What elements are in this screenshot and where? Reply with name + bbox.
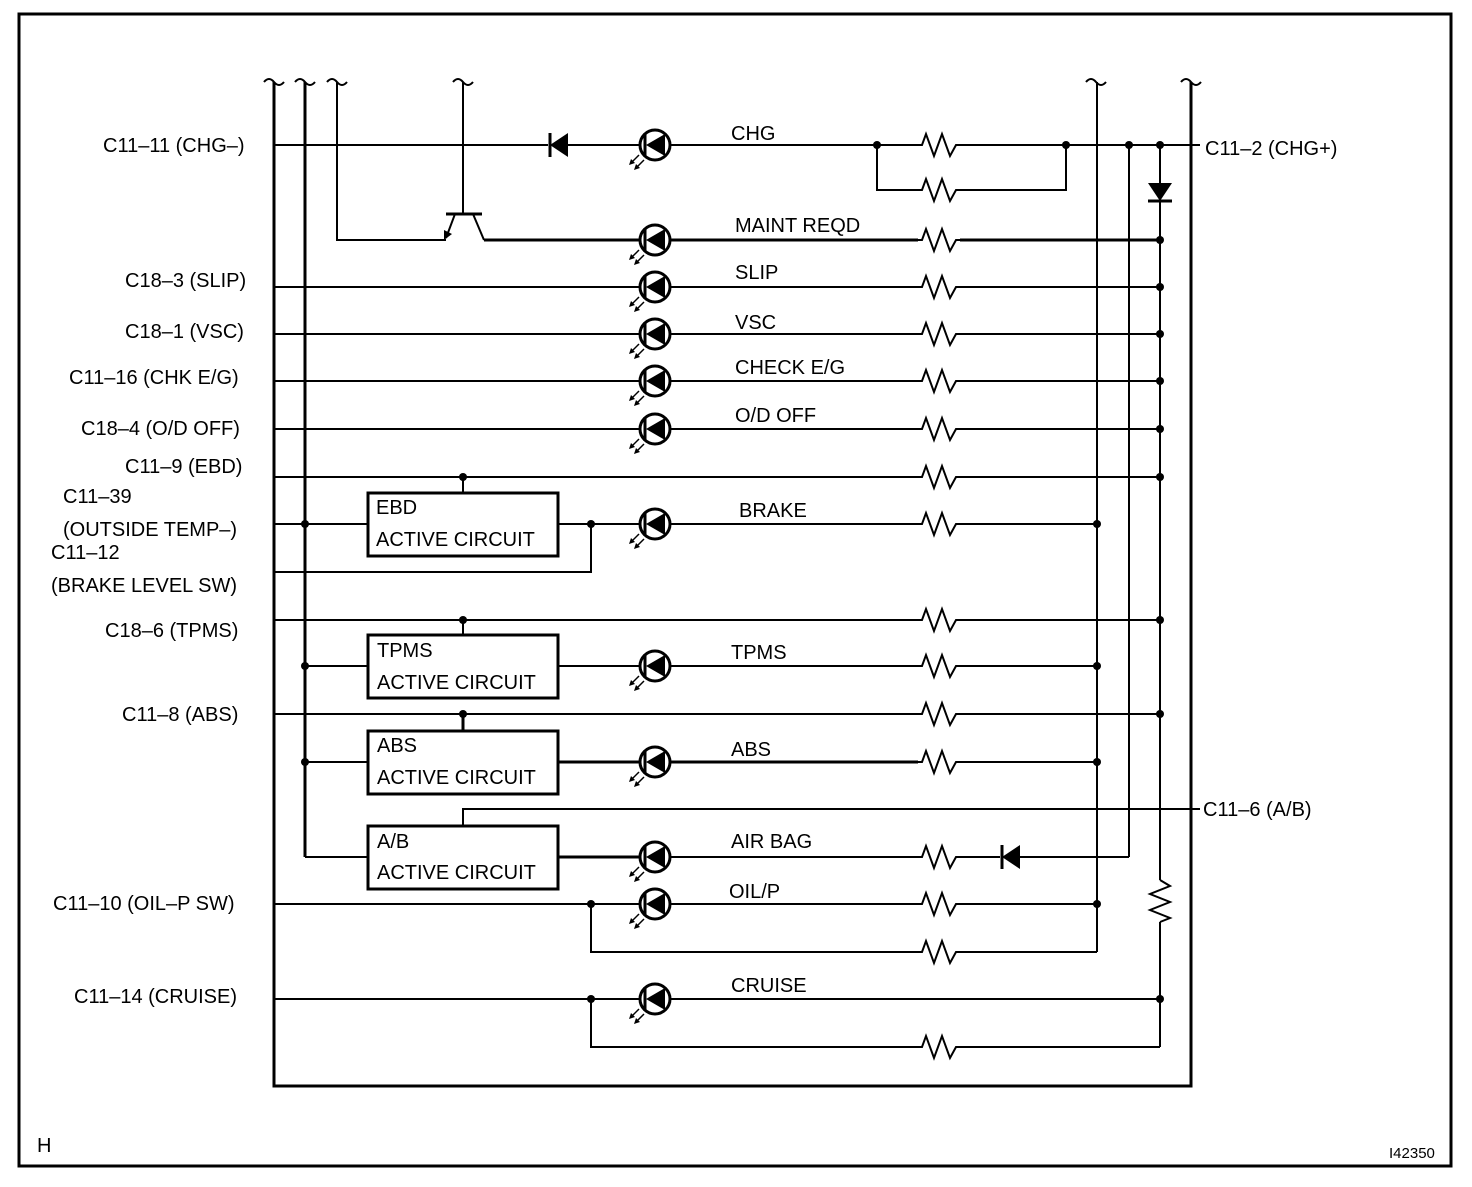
indicator-label-maint: MAINT REQD (735, 215, 860, 237)
indicator-label-oilp: OIL/P (729, 881, 780, 903)
resistor-icon (1147, 879, 1173, 923)
connector-label-vsc: C18–1 (VSC) (125, 321, 244, 343)
connector-label-slip: C18–3 (SLIP) (125, 270, 246, 292)
break-mark-icon (1180, 78, 1202, 86)
indicator-label-od-off: O/D OFF (735, 405, 816, 427)
figure-id: I42350 (1389, 1145, 1435, 1162)
indicator-label-chg: CHG (731, 123, 775, 145)
connector-label-abs: C11–8 (ABS) (122, 704, 238, 726)
connector-label-oilp: C11–10 (OIL–P SW) (53, 893, 235, 915)
corner-letter: H (37, 1135, 51, 1157)
ab-circuit-name: A/B (377, 831, 409, 853)
connector-label-airbag: C11–6 (A/B) (1203, 799, 1312, 821)
ab-active-circuit (366, 824, 560, 891)
connector-label-brake-level-desc: (BRAKE LEVEL SW) (51, 575, 237, 597)
ab-circuit-sub: ACTIVE CIRCUIT (377, 862, 536, 884)
indicator-label-vsc: VSC (735, 312, 776, 334)
break-mark-icon (263, 78, 285, 86)
indicator-label-tpms: TPMS (731, 642, 787, 664)
ebd-circuit-sub: ACTIVE CIRCUIT (376, 529, 535, 551)
transistor-icon (444, 212, 485, 241)
outer-border (17, 12, 1453, 1168)
indicator-label-check-eg: CHECK E/G (735, 357, 845, 379)
indicator-label-abs: ABS (731, 739, 771, 761)
meter-frame (272, 82, 1193, 1088)
ebd-active-circuit (366, 491, 560, 558)
connector-label-chg-plus: C11–2 (CHG+) (1205, 138, 1337, 160)
ebd-circuit-name: EBD (376, 497, 417, 519)
connector-label-chg-minus: C11–11 (CHG–) (103, 135, 245, 157)
indicator-label-cruise: CRUISE (731, 975, 807, 997)
abs-circuit-sub: ACTIVE CIRCUIT (377, 767, 536, 789)
connector-label-ebd: C11–9 (EBD) (125, 456, 242, 478)
connector-label-outside-temp-desc: (OUTSIDE TEMP–) (63, 519, 237, 541)
diode-icon (1000, 845, 1020, 869)
connector-label-od-off: C18–4 (O/D OFF) (81, 418, 240, 440)
indicator-label-brake: BRAKE (739, 500, 807, 522)
tpms-circuit-name: TPMS (377, 640, 433, 662)
abs-active-circuit (366, 729, 560, 796)
connector-label-cruise: C11–14 (CRUISE) (74, 986, 237, 1008)
diode-icon (1148, 183, 1172, 203)
connector-label-chk-eg: C11–16 (CHK E/G) (69, 367, 239, 389)
tpms-circuit-sub: ACTIVE CIRCUIT (377, 672, 536, 694)
connector-label-outside-temp: C11–39 (63, 486, 132, 508)
connector-label-brake-level: C11–12 (51, 542, 120, 564)
indicator-label-slip: SLIP (735, 262, 778, 284)
tpms-active-circuit (366, 633, 560, 700)
indicator-label-airbag: AIR BAG (731, 831, 812, 853)
diode-icon (548, 133, 568, 157)
connector-label-tpms: C18–6 (TPMS) (105, 620, 238, 642)
abs-circuit-name: ABS (377, 735, 417, 757)
